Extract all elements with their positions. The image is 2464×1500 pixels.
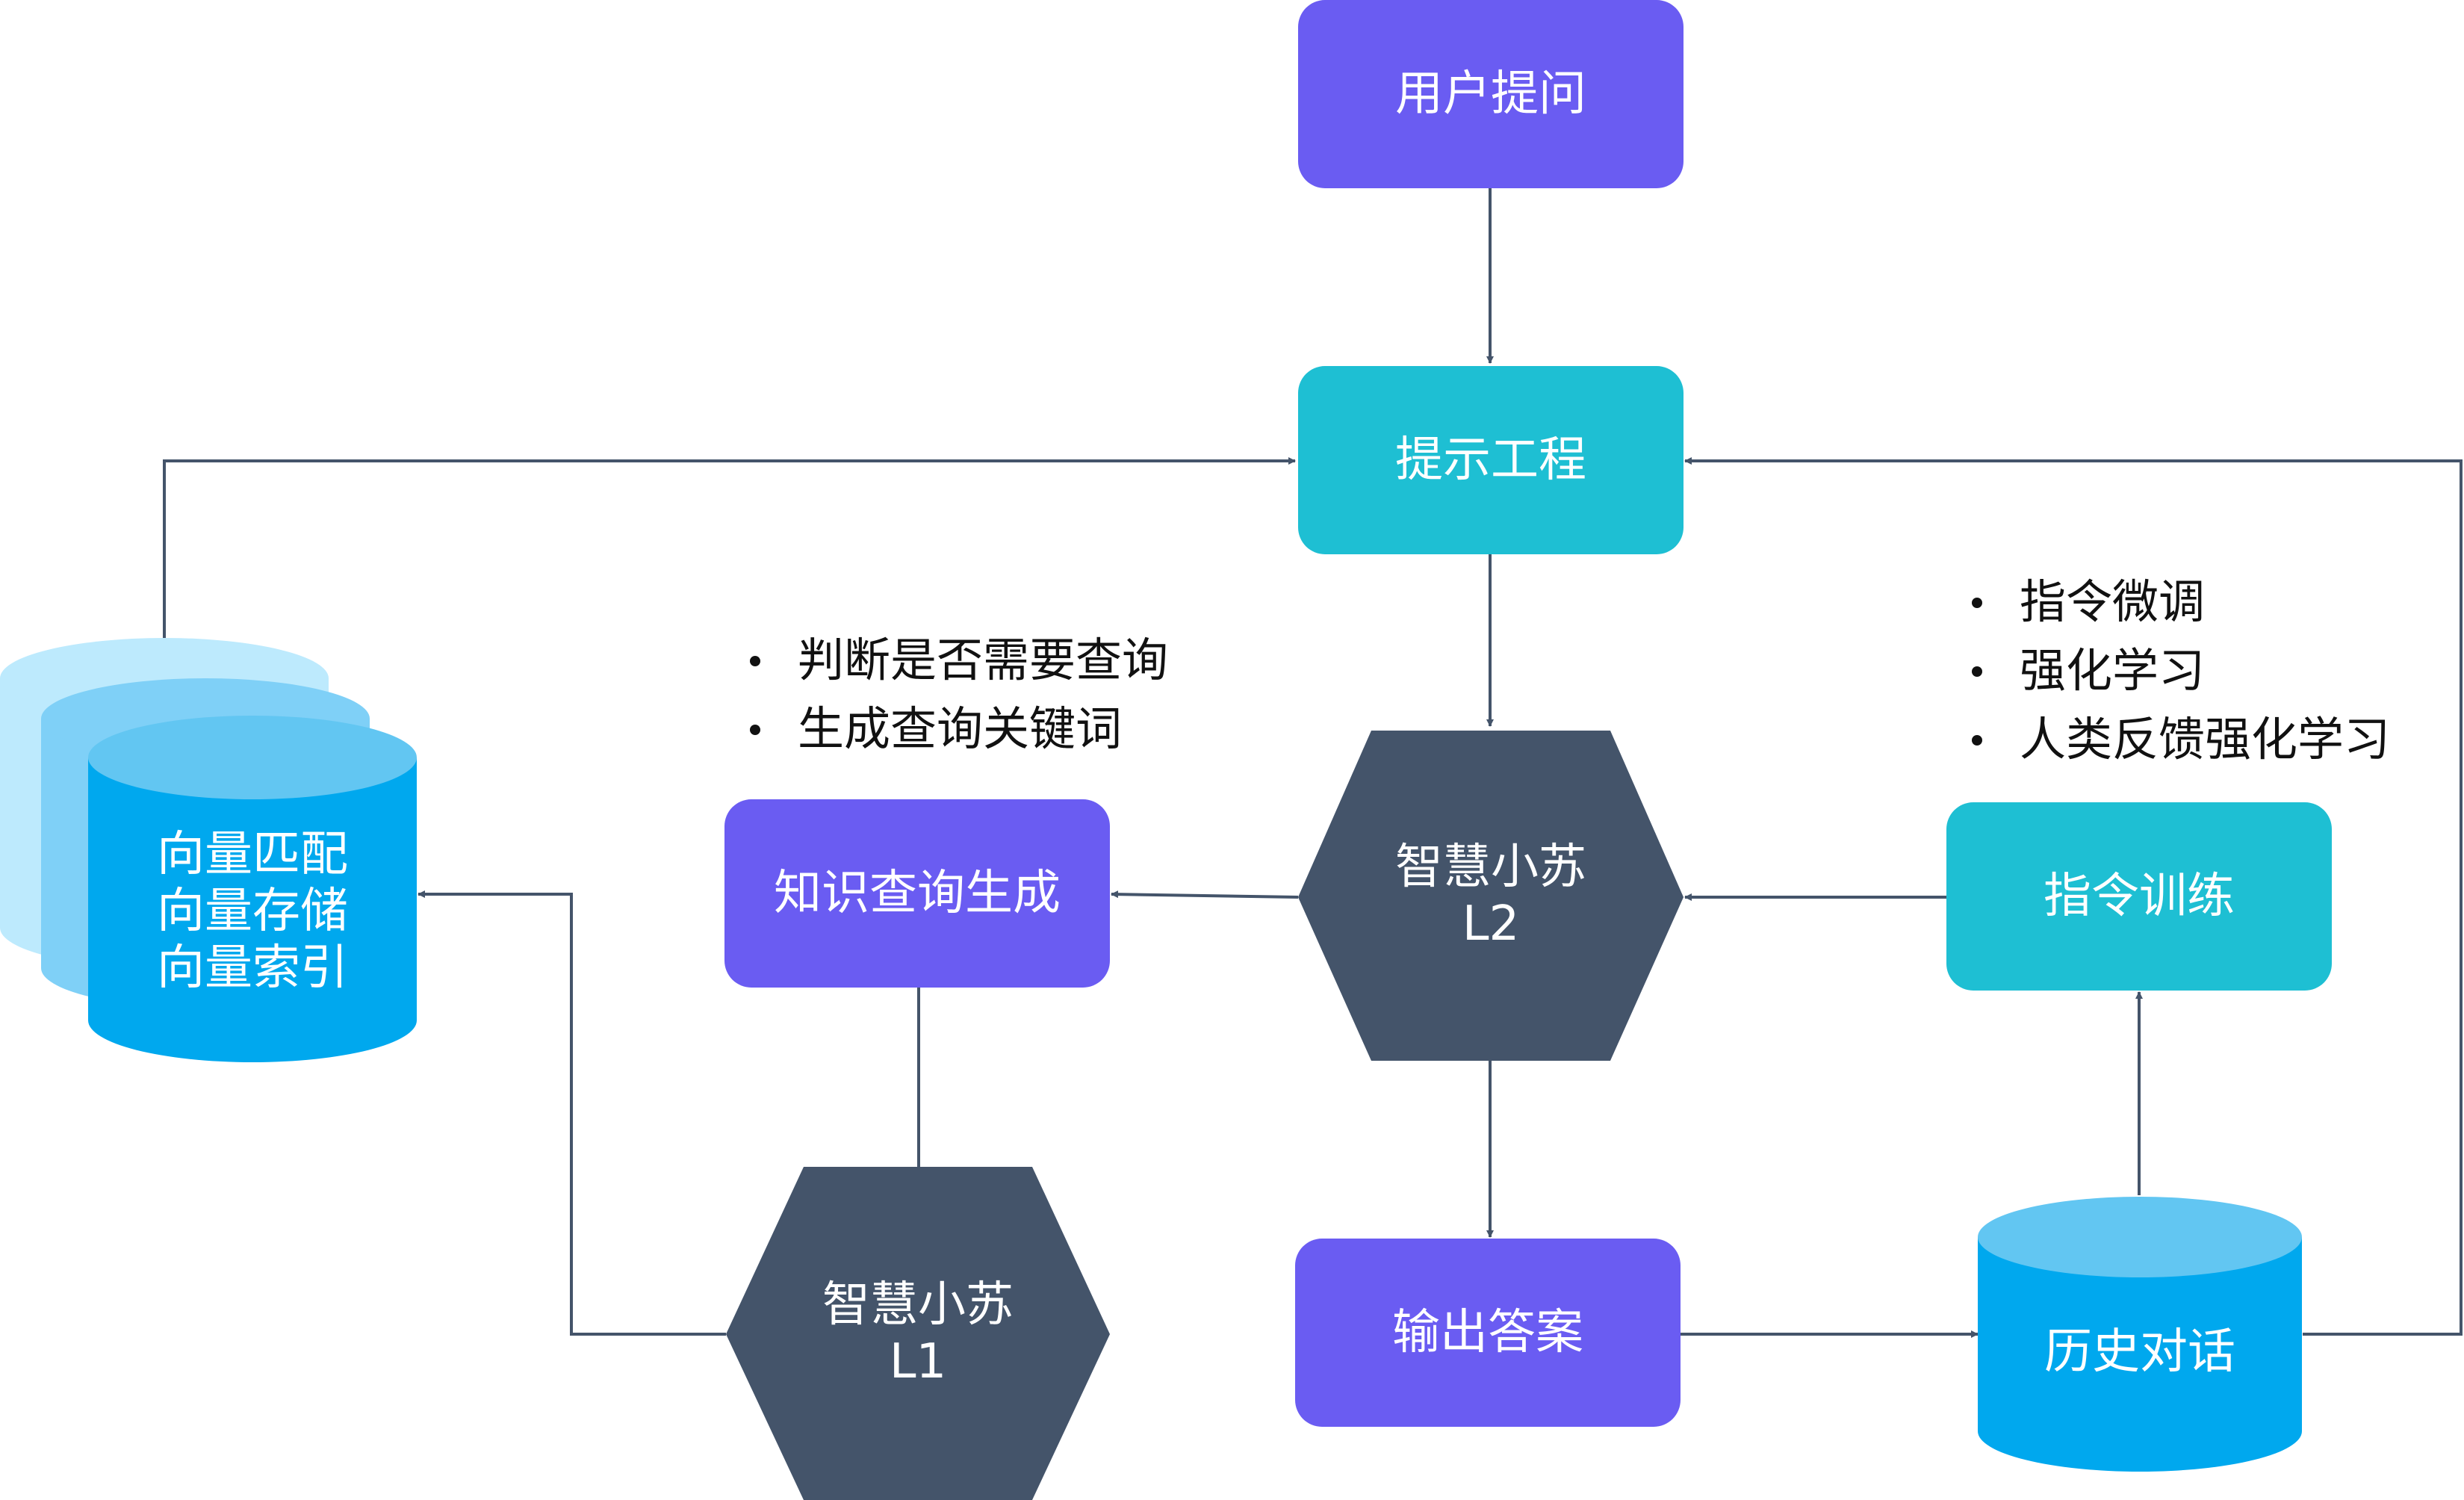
user-question-label: 用户提问	[1395, 66, 1586, 122]
arrow-l1-to-vector-db	[418, 890, 726, 1336]
training-method-notes: 指令微调 强化学习 人类反馈强化学习	[1972, 568, 2390, 774]
model-l2-hexagon[interactable]	[1298, 731, 1683, 1061]
vector-db-label: 向量匹配 向量存储 向量索引	[88, 807, 417, 1016]
vector-db-line-match: 向量匹配	[157, 827, 348, 882]
model-l2-label: 智慧小苏 L2	[1298, 731, 1683, 1061]
output-answer-label: 输出答案	[1392, 1305, 1583, 1360]
vector-db-front-cylinder	[88, 716, 417, 1062]
note-rlhf: 人类反馈强化学习	[1972, 705, 2390, 774]
arrow-history-to-prompt	[1684, 457, 2463, 1336]
arrow-vector-db-to-prompt	[163, 457, 1296, 647]
model-l2-name: 智慧小苏	[1395, 840, 1586, 895]
prompt-engineering-label: 提示工程	[1395, 433, 1586, 488]
vector-db-line-storage: 向量存储	[157, 884, 348, 939]
model-l1-hexagon[interactable]	[726, 1167, 1110, 1500]
note-decide-query: 判断是否需要查询	[750, 626, 1168, 695]
prompt-engineering-node[interactable]	[1298, 366, 1683, 554]
note-instruction-finetune: 指令微调	[1972, 568, 2390, 636]
instruction-training-node[interactable]	[1946, 802, 2332, 991]
vector-db-cylinders[interactable]	[0, 638, 417, 1062]
model-l2-level: L2	[1462, 896, 1520, 952]
user-question-node[interactable]	[1298, 0, 1683, 188]
query-decision-notes: 判断是否需要查询 生成查询关键词	[750, 626, 1168, 763]
note-reinforcement-learning: 强化学习	[1972, 636, 2390, 705]
history-dialog-cylinder[interactable]	[1978, 1197, 2302, 1472]
arrow-l2-to-knowledge	[1111, 890, 1299, 899]
knowledge-query-label: 知识查询生成	[774, 866, 1061, 921]
output-answer-node[interactable]	[1295, 1239, 1681, 1427]
model-l1-name: 智慧小苏	[822, 1277, 1014, 1333]
history-dialog-label: 历史对话	[2044, 1324, 2235, 1380]
knowledge-query-node[interactable]	[724, 799, 1110, 988]
model-l1-label: 智慧小苏 L1	[726, 1167, 1110, 1500]
note-generate-keywords: 生成查询关键词	[750, 695, 1168, 763]
connectors	[163, 188, 2463, 1338]
vector-db-line-index: 向量索引	[157, 940, 348, 996]
instruction-training-label: 指令训练	[2043, 869, 2235, 924]
model-l1-level: L1	[889, 1334, 947, 1389]
